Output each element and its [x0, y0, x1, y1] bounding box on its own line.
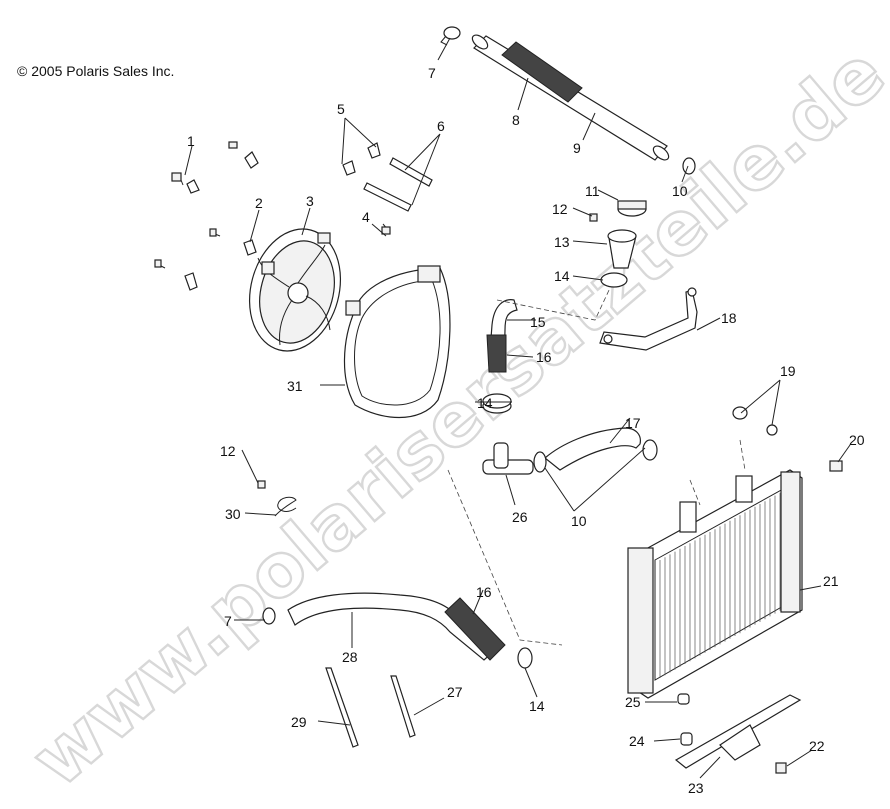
hose-part-17: [533, 427, 658, 473]
clamp-part-upper: [682, 157, 696, 175]
callout-14-upper: 14: [554, 268, 570, 284]
callout-15: 15: [530, 314, 546, 330]
callout-13: 13: [554, 234, 570, 250]
callout-7-upper: 7: [428, 65, 436, 81]
callout-19: 19: [780, 363, 796, 379]
callout-8: 8: [512, 112, 520, 128]
tee-fitting-part: [482, 442, 534, 475]
callout-24: 24: [629, 733, 645, 749]
fastener-group-left: [154, 141, 259, 291]
grommet-part-24: [680, 732, 693, 746]
callout-21: 21: [823, 573, 839, 589]
sleeve-part: [501, 41, 583, 103]
callout-28: 28: [342, 649, 358, 665]
rod-part-29: [325, 667, 359, 748]
fan-shroud-part: [343, 265, 451, 418]
callout-26: 26: [512, 509, 528, 525]
callout-10-upper: 10: [672, 183, 688, 199]
screw-part-22: [775, 762, 787, 774]
bracket-part-18: [599, 287, 698, 351]
callout-10-lower: 10: [571, 513, 587, 529]
callout-20: 20: [849, 432, 865, 448]
callout-30: 30: [225, 506, 241, 522]
lower-hose-part: [262, 592, 533, 669]
screw-part-20: [829, 460, 843, 472]
radiator-part: [627, 469, 803, 699]
callout-22: 22: [809, 738, 825, 754]
callout-4: 4: [362, 209, 370, 225]
leader-lines: [184, 37, 851, 779]
screw-12b: [257, 480, 266, 489]
callout-6: 6: [437, 118, 445, 134]
callout-7-lower: 7: [224, 613, 232, 629]
assembly-lines: [447, 287, 746, 646]
callout-27: 27: [447, 684, 463, 700]
fan-assembly-part: [248, 228, 342, 352]
callout-14-lower: 14: [529, 698, 545, 714]
copyright-text: © 2005 Polaris Sales Inc.: [17, 63, 174, 79]
callout-14-middle: 14: [477, 395, 493, 411]
callout-11: 11: [585, 183, 600, 199]
callout-2: 2: [255, 195, 263, 211]
callout-5: 5: [337, 101, 345, 117]
hose-part-30: [274, 496, 297, 517]
callout-3: 3: [306, 193, 314, 209]
callout-23: 23: [688, 780, 704, 796]
callout-25: 25: [625, 694, 641, 710]
hose-part-15: [486, 299, 518, 373]
rod-part-27: [390, 675, 416, 738]
callout-31: 31: [287, 378, 303, 394]
callout-16-lower: 16: [476, 584, 492, 600]
callout-9: 9: [573, 140, 581, 156]
grommets-19: [732, 406, 778, 436]
callout-1: 1: [187, 133, 195, 149]
callout-17: 17: [625, 415, 641, 431]
callout-labels: 1 2 3 4 5 6 7 8 9 10 11 12 13 14 15 16 1…: [187, 65, 865, 796]
callout-12-upper: 12: [552, 201, 568, 217]
callout-16-upper: 16: [536, 349, 552, 365]
callout-18: 18: [721, 310, 737, 326]
grommet-part-25: [677, 693, 690, 705]
bracket-part-23: [674, 694, 802, 769]
clips-and-pins: [342, 142, 433, 235]
hose-clamp-part: [440, 26, 461, 46]
callout-12-lower: 12: [220, 443, 236, 459]
callout-29: 29: [291, 714, 307, 730]
